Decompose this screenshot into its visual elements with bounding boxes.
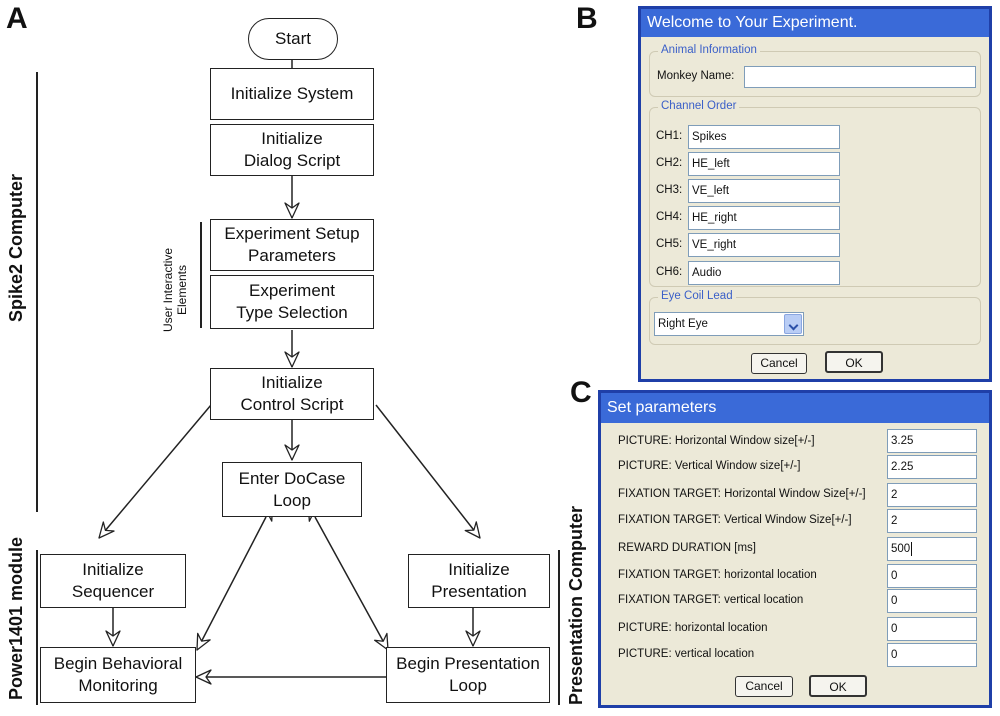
channel-label: CH5: [656, 238, 683, 250]
eye-coil-lead-select[interactable]: Right Eye [654, 312, 804, 336]
param-input-picture-h-location[interactable]: 0 [887, 617, 977, 641]
power1401-label: Power1401 module [6, 536, 26, 700]
channel-input-6[interactable]: Audio [688, 261, 840, 285]
text-cursor [911, 541, 913, 556]
param-input-fixation-v-location[interactable]: 0 [887, 589, 977, 613]
channel-label: CH2: [656, 157, 683, 169]
chevron-down-icon[interactable] [784, 314, 802, 334]
welcome-dialog: Welcome to Your Experiment. Animal Infor… [638, 6, 992, 382]
panel-letter-a: A [6, 2, 28, 35]
param-input-fixation-h-location[interactable]: 0 [887, 564, 977, 588]
flow-node-init-control: Initialize Control Script [210, 368, 374, 420]
flow-node-start: Start [248, 18, 338, 60]
param-label: FIXATION TARGET: Horizontal Window Size[… [618, 488, 866, 500]
panel-letter-c: C [570, 376, 592, 409]
flow-node-type-selection: Experiment Type Selection [210, 275, 374, 329]
flowchart-connectors [98, 58, 481, 685]
flow-node-init-dialog: Initialize Dialog Script [210, 124, 374, 176]
channel-label: CH3: [656, 184, 683, 196]
param-label: PICTURE: Vertical Window size[+/-] [618, 460, 801, 472]
channel-order-group: Channel Order CH1: Spikes CH2: HE_left C… [649, 100, 981, 287]
param-input-fixation-v-window[interactable]: 2 [887, 509, 977, 533]
spike2-bracket [36, 72, 38, 512]
param-label: FIXATION TARGET: vertical location [618, 594, 804, 606]
flow-node-presentation-loop: Begin Presentation Loop [386, 647, 550, 703]
animal-information-group: Animal Information Monkey Name: [649, 44, 981, 97]
welcome-dialog-title: Welcome to Your Experiment. [641, 9, 989, 37]
set-parameters-dialog: Set parameters PICTURE: Horizontal Windo… [598, 390, 992, 708]
channel-input-4[interactable]: HE_right [688, 206, 840, 230]
edge-docase-presentation-loop [307, 504, 389, 651]
set-parameters-title: Set parameters [601, 393, 989, 423]
flow-node-docase: Enter DoCase Loop [222, 462, 362, 517]
panel-letter-b: B [576, 2, 598, 35]
power1401-bracket [36, 550, 38, 705]
presentation-label: Presentation Computer [566, 505, 586, 705]
spike2-label: Spike2 Computer [6, 173, 26, 322]
channel-input-2[interactable]: HE_left [688, 152, 840, 176]
param-input-reward-duration[interactable]: 500 [887, 537, 977, 561]
channel-input-5[interactable]: VE_right [688, 233, 840, 257]
channel-input-1[interactable]: Spikes [688, 125, 840, 149]
monkey-name-input[interactable] [744, 66, 976, 88]
channel-label: CH6: [656, 266, 683, 278]
param-input-picture-v-window[interactable]: 2.25 [887, 455, 977, 479]
param-input-picture-v-location[interactable]: 0 [887, 643, 977, 667]
presentation-bracket [558, 550, 560, 705]
eye-coil-lead-group: Eye Coil Lead Right Eye [649, 290, 981, 345]
user-interactive-label: User Interactive Elements [161, 247, 189, 332]
channel-input-3[interactable]: VE_left [688, 179, 840, 203]
flow-node-init-system: Initialize System [210, 68, 374, 120]
ok-button[interactable]: OK [825, 351, 883, 373]
channel-label: CH4: [656, 211, 683, 223]
eye-coil-lead-title: Eye Coil Lead [658, 290, 736, 302]
animal-information-title: Animal Information [658, 44, 760, 56]
param-label: PICTURE: Horizontal Window size[+/-] [618, 435, 815, 447]
param-input-picture-h-window[interactable]: 3.25 [887, 429, 977, 453]
cancel-button[interactable]: Cancel [751, 353, 807, 374]
edge-control-presentation [375, 404, 481, 539]
param-label: PICTURE: vertical location [618, 648, 755, 660]
param-label: PICTURE: horizontal location [618, 622, 768, 634]
param-input-fixation-h-window[interactable]: 2 [887, 483, 977, 507]
flow-node-setup-params: Experiment Setup Parameters [210, 219, 374, 271]
eye-coil-lead-value: Right Eye [658, 318, 708, 330]
ok-button[interactable]: OK [809, 675, 867, 697]
user-interactive-bracket [200, 222, 202, 328]
param-label: REWARD DURATION [ms] [618, 542, 756, 554]
channel-label: CH1: [656, 130, 683, 142]
flow-node-init-presentation: Initialize Presentation [408, 554, 550, 608]
flow-node-init-sequencer: Initialize Sequencer [40, 554, 186, 608]
edge-control-sequencer [98, 404, 212, 539]
monkey-name-label: Monkey Name: [657, 70, 735, 82]
channel-order-title: Channel Order [658, 100, 740, 112]
cancel-button[interactable]: Cancel [735, 676, 793, 697]
edge-docase-behavioral [196, 503, 274, 651]
param-label: FIXATION TARGET: Vertical Window Size[+/… [618, 514, 852, 526]
param-label: FIXATION TARGET: horizontal location [618, 569, 817, 581]
flow-node-behavioral-monitoring: Begin Behavioral Monitoring [40, 647, 196, 703]
